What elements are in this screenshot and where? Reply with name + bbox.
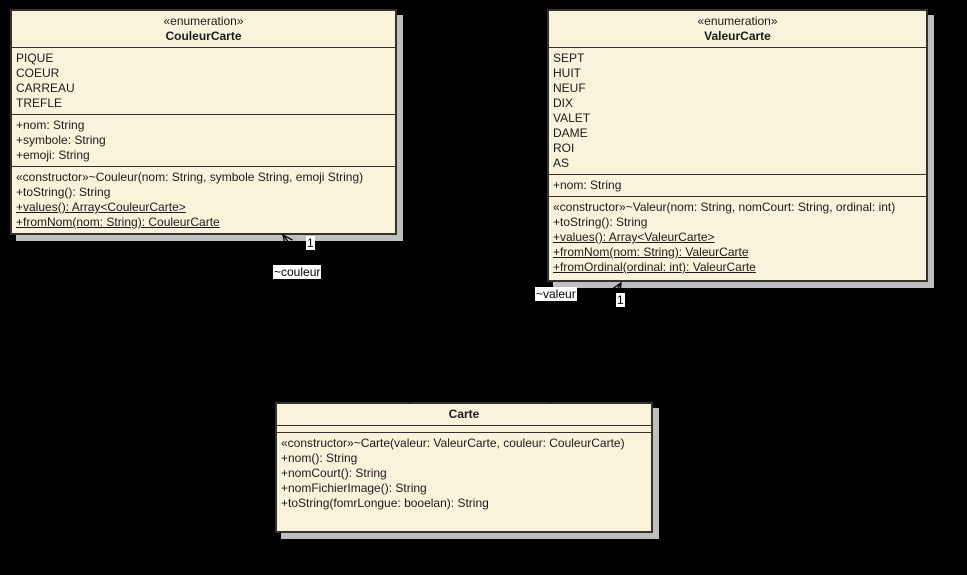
class-name: ValeurCarte — [704, 29, 771, 43]
enum-literals-section: SEPT HUIT NEUF DIX VALET DAME ROI AS — [549, 47, 926, 174]
attribute: +symbole: String — [16, 133, 106, 147]
association-role-label-couleur[interactable]: ~couleur — [273, 265, 322, 279]
enum-literal: TREFLE — [16, 96, 63, 110]
enum-literal: DAME — [553, 126, 588, 140]
enum-literals-section: PIQUE COEUR CARREAU TREFLE — [12, 47, 395, 114]
method: +fromNom(nom: String): CouleurCarte — [16, 215, 220, 229]
methods-section: «constructor»~Valeur(nom: String, nomCou… — [549, 196, 926, 280]
class-header-carte: Carte — [277, 404, 651, 425]
stereotype-label: «enumeration» — [163, 14, 244, 28]
methods-section: «constructor»~Couleur(nom: String, symbo… — [12, 166, 395, 233]
attributes-section: +nom: String — [549, 174, 926, 196]
method: +nomFichierImage(): String — [281, 481, 427, 495]
class-header-couleur-carte: «enumeration» CouleurCarte — [12, 11, 395, 47]
methods-section: «constructor»~Carte(valeur: ValeurCarte,… — [277, 432, 651, 531]
method: +toString(): String — [16, 185, 111, 199]
method: +toString(): String — [553, 215, 648, 229]
method: +values(): Array<ValeurCarte> — [553, 230, 715, 244]
enum-literal: PIQUE — [16, 51, 54, 65]
method: +nomCourt(): String — [281, 466, 387, 480]
attributes-section-empty — [277, 425, 651, 432]
method: +values(): Array<CouleurCarte> — [16, 200, 186, 214]
enum-literal: SEPT — [553, 51, 585, 65]
class-box-valeur-carte[interactable]: «enumeration» ValeurCarte SEPT HUIT NEUF… — [547, 9, 928, 282]
class-box-carte[interactable]: Carte «constructor»~Carte(valeur: Valeur… — [275, 402, 653, 533]
association-role-label-valeur[interactable]: ~valeur — [535, 287, 577, 301]
method: «constructor»~Valeur(nom: String, nomCou… — [553, 200, 896, 214]
stereotype-label: «enumeration» — [697, 14, 778, 28]
attribute: +emoji: String — [16, 148, 90, 162]
method: +fromNom(nom: String): ValeurCarte — [553, 245, 749, 259]
method: +fromOrdinal(ordinal: int): ValeurCarte — [553, 260, 756, 274]
attribute: +nom: String — [16, 118, 85, 132]
association-multiplicity-label-valeur[interactable]: 1 — [616, 293, 625, 307]
method: «constructor»~Carte(valeur: ValeurCarte,… — [281, 436, 625, 450]
class-name: CouleurCarte — [165, 29, 242, 43]
class-header-valeur-carte: «enumeration» ValeurCarte — [549, 11, 926, 47]
enum-literal: AS — [553, 156, 570, 170]
enum-literal: NEUF — [553, 81, 586, 95]
enum-literal: COEUR — [16, 66, 60, 80]
association-edge-carte-valeur — [549, 281, 622, 404]
association-multiplicity-label-couleur[interactable]: 1 — [306, 236, 315, 250]
class-box-couleur-carte[interactable]: «enumeration» CouleurCarte PIQUE COEUR C… — [10, 9, 397, 235]
method: +nom(): String — [281, 451, 358, 465]
attribute: +nom: String — [553, 178, 622, 192]
enum-literal: CARREAU — [16, 81, 75, 95]
enum-literal: DIX — [553, 96, 574, 110]
method: «constructor»~Couleur(nom: String, symbo… — [16, 170, 364, 184]
class-name: Carte — [448, 407, 480, 421]
method: +toString(fomrLongue: booelan): String — [281, 496, 489, 510]
attributes-section: +nom: String +symbole: String +emoji: St… — [12, 114, 395, 166]
enum-literal: VALET — [553, 111, 591, 125]
enum-literal: HUIT — [553, 66, 581, 80]
association-edge-carte-couleur — [282, 233, 411, 404]
enum-literal: ROI — [553, 141, 575, 155]
